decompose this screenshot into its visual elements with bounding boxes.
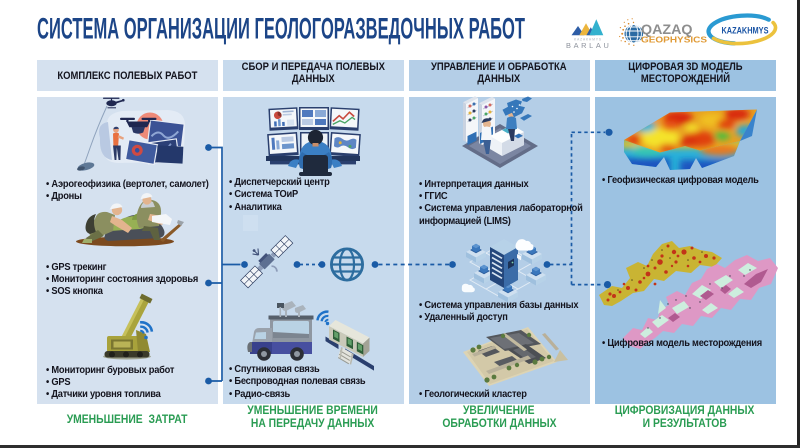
svg-text:BARLAU: BARLAU: [566, 41, 611, 50]
svg-text:СИСТЕМА ОРГАНИЗАЦИИ ГЕОЛОГОРАЗ: СИСТЕМА ОРГАНИЗАЦИИ ГЕОЛОГОРАЗВЕДОЧНЫХ Р…: [37, 13, 525, 46]
svg-text:QAZAQ: QAZAQ: [641, 22, 693, 37]
svg-text:KAZAKHMYS: KAZAKHMYS: [574, 38, 602, 42]
svg-text:GEOPHYSICS: GEOPHYSICS: [641, 35, 707, 45]
svg-text:KAZAKHMYS: KAZAKHMYS: [722, 25, 769, 35]
